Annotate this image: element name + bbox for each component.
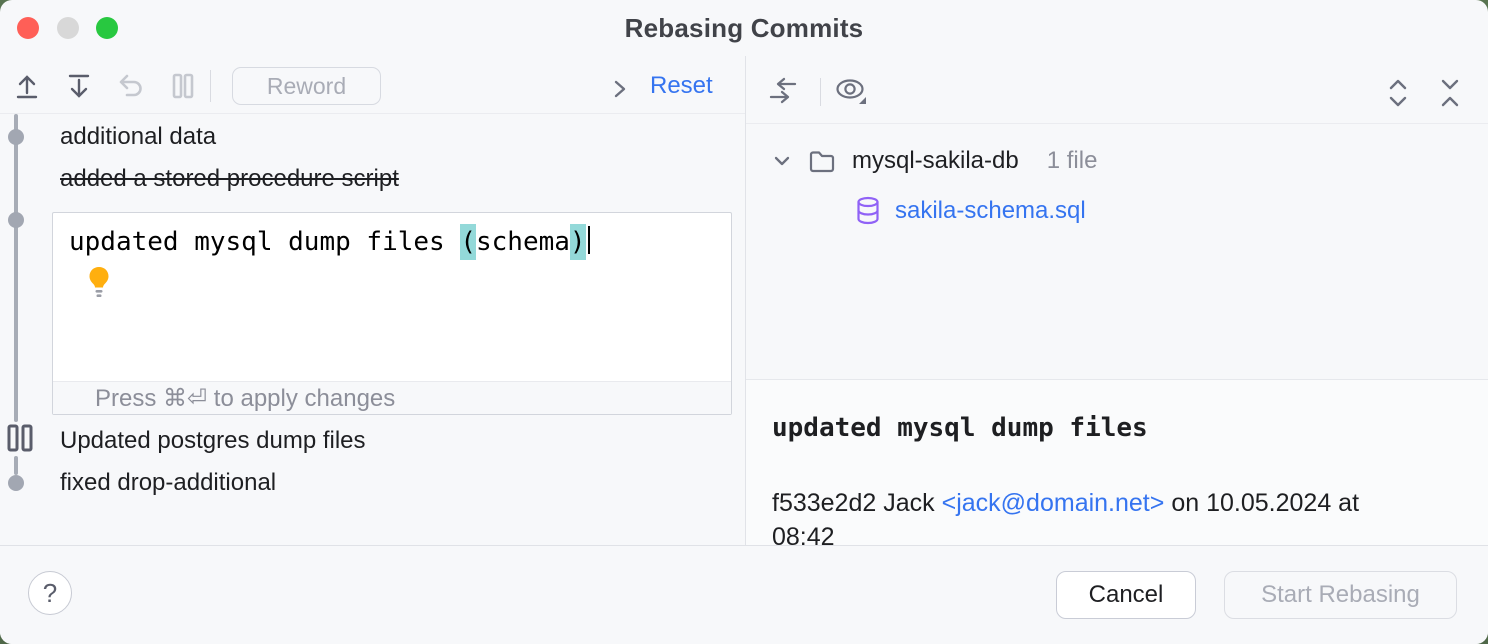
commit-row-postgres[interactable]: Updated postgres dump files: [60, 427, 366, 454]
close-window-button[interactable]: [17, 17, 39, 39]
intention-bulb-icon[interactable]: [87, 266, 111, 298]
commit-message-editor[interactable]: updated mysql dump files (schema) Press …: [52, 212, 732, 415]
expand-all-icon: [1385, 78, 1411, 108]
left-toolbar-separator: [0, 113, 745, 114]
help-button[interactable]: ?: [28, 571, 72, 615]
commit-node-dot: [8, 129, 24, 145]
eye-icon: [833, 74, 869, 108]
show-diff-button[interactable]: [766, 74, 800, 108]
reword-button[interactable]: Reword: [232, 67, 381, 105]
move-commit-down-button[interactable]: [62, 69, 96, 103]
graph-line: [14, 114, 18, 422]
undo-button[interactable]: [114, 69, 148, 103]
titlebar: Rebasing Commits: [0, 0, 1488, 56]
arrow-up-icon: [13, 72, 41, 100]
file-count-badge: 1 file: [1046, 147, 1098, 174]
pause-here-marker-icon: [6, 424, 34, 452]
editor-content[interactable]: updated mysql dump files (schema): [53, 213, 731, 382]
pause-icon: [170, 72, 196, 100]
editor-hint: Press ⌘⏎ to apply changes: [53, 381, 731, 414]
undo-icon: [116, 72, 146, 100]
commit-row-additional-data[interactable]: additional data: [60, 123, 217, 150]
collapse-all-button[interactable]: [1433, 76, 1467, 110]
commit-meta: f533e2d2 Jack<jack@domain.net>on 10.05.2…: [772, 489, 1360, 517]
cancel-button[interactable]: Cancel: [1056, 571, 1196, 619]
commit-subject: updated mysql dump files: [772, 413, 1148, 443]
toolbar-separator: [820, 78, 821, 106]
chevron-right-icon[interactable]: [605, 74, 635, 104]
commit-node-dot: [8, 475, 24, 491]
panel-divider: [745, 56, 746, 545]
pause-rebase-button[interactable]: [166, 69, 200, 103]
tree-folder-row[interactable]: mysql-sakila-db 1 file: [772, 144, 1097, 178]
file-link[interactable]: sakila-schema.sql: [895, 197, 1086, 224]
commit-node-dot: [8, 212, 24, 228]
text-caret: [587, 226, 590, 254]
graph-line: [14, 456, 18, 475]
commit-row-fixed-drop[interactable]: fixed drop-additional: [60, 469, 277, 496]
folder-name: mysql-sakila-db: [852, 147, 1019, 174]
window-title: Rebasing Commits: [624, 13, 864, 43]
arrow-down-icon: [65, 72, 93, 100]
minimize-window-button[interactable]: [57, 17, 79, 39]
commit-details-panel: updated mysql dump files f533e2d2 Jack<j…: [746, 380, 1488, 545]
matched-brace-open: (: [460, 224, 476, 260]
folder-icon: [808, 148, 836, 174]
start-rebasing-button[interactable]: Start Rebasing: [1224, 571, 1457, 619]
database-icon: [855, 196, 881, 226]
swap-arrows-icon: [767, 75, 799, 107]
dialog-footer: ? Cancel Start Rebasing: [0, 545, 1488, 644]
preview-options-button[interactable]: [834, 74, 868, 108]
commit-row-dropped[interactable]: added a stored procedure script: [60, 165, 399, 192]
author-email-link[interactable]: <jack@domain.net>: [941, 489, 1165, 517]
tree-file-row[interactable]: sakila-schema.sql: [855, 194, 1086, 228]
details-separator: [746, 379, 1488, 380]
commit-message-text: updated mysql dump files (schema): [69, 224, 590, 260]
zoom-window-button[interactable]: [96, 17, 118, 39]
right-toolbar-separator: [746, 123, 1488, 124]
expand-all-button[interactable]: [1381, 76, 1415, 110]
matched-brace-close: ): [569, 224, 586, 260]
commit-time: 08:42: [772, 523, 835, 545]
reset-link[interactable]: Reset: [650, 72, 713, 99]
move-commit-up-button[interactable]: [10, 69, 44, 103]
toolbar-separator: [210, 70, 211, 102]
collapse-all-icon: [1437, 78, 1463, 108]
chevron-down-icon[interactable]: [772, 151, 792, 171]
